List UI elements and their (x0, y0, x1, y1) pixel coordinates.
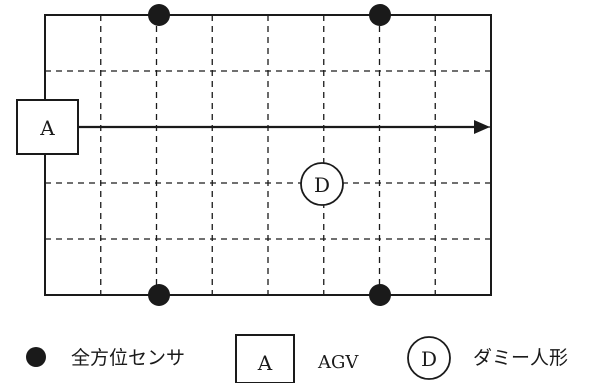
grid-lines (45, 15, 491, 295)
legend-sensor-icon (26, 347, 46, 367)
field-border (44, 14, 492, 296)
legend-sensor-text: 全方位センサ (71, 347, 185, 369)
legend-agv-box (235, 334, 295, 383)
legend-agv-text: AGV (317, 352, 359, 373)
agv-box (16, 99, 79, 155)
agv-path (78, 120, 490, 134)
legend: 全方位センサ A AGV D ダミー人形 (26, 334, 568, 383)
legend-agv-symbol: A (257, 351, 273, 375)
sensor-bottom-2 (369, 284, 391, 306)
agv-path-arrowhead (474, 120, 490, 134)
legend-dummy-symbol: D (421, 347, 437, 371)
agv-marker: A (16, 99, 79, 155)
legend-dummy-circle (407, 336, 451, 380)
sensors (148, 4, 391, 306)
dummy-label: D (314, 173, 330, 197)
legend-dummy-text: ダミー人形 (473, 347, 568, 369)
dummy-marker: D (300, 162, 344, 206)
sensor-bottom-1 (148, 284, 170, 306)
sensor-top-2 (369, 4, 391, 26)
sensor-top-1 (148, 4, 170, 26)
dummy-circle (300, 162, 344, 206)
agv-label: A (39, 116, 55, 140)
